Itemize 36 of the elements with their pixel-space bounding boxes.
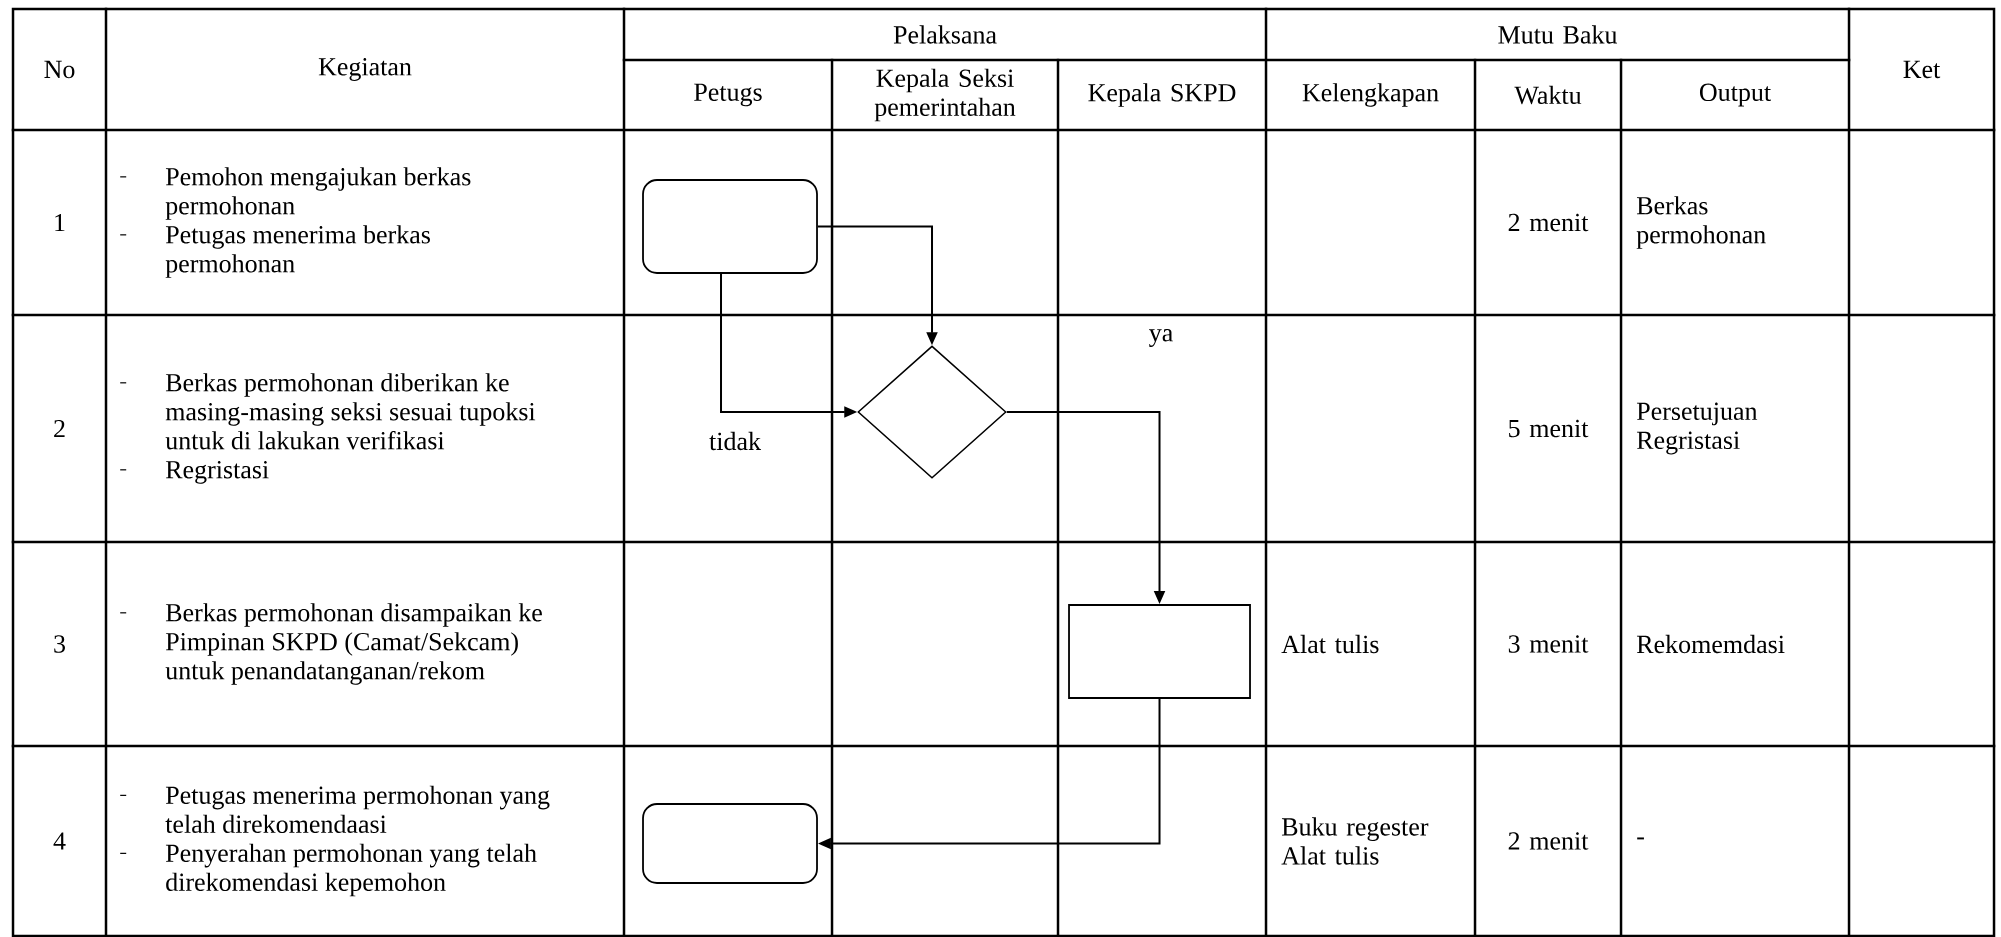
header-text: Kepala Seksi pemerintahan [874, 68, 1016, 122]
output-text: Rekomemdasi [1637, 634, 1785, 654]
header-text: Mutu Baku [1498, 25, 1617, 44]
header-text: Kegiatan [318, 58, 412, 81]
duration-text: 2 menit [1508, 213, 1589, 232]
step-number: 2 [54, 419, 65, 438]
activity-text: Berkas permohonan diberikan ke masing-masing seksi sesuai tupoksi untuk di lakukan verifikasi [165, 373, 536, 450]
process-box [1068, 604, 1251, 699]
header-text: No [44, 60, 75, 79]
header-text: Ket [1903, 60, 1941, 79]
step-number: 4 [53, 832, 66, 850]
duration-text: 2 menit [1508, 832, 1589, 850]
header-text: Kelengkapan [1302, 83, 1439, 107]
activity-text: Pemohon mengajukan berkas permohonan [165, 167, 471, 220]
equipment-text: Alat tulis [1281, 846, 1379, 865]
duration-text: 3 menit [1508, 635, 1589, 653]
step-number: 1 [55, 213, 65, 232]
edge-label: ya [1146, 327, 1176, 349]
rounded-box [642, 803, 818, 884]
decision-diamond [857, 345, 1007, 479]
activity-text: Petugas menerima berkas permohonan [165, 225, 430, 278]
duration-text: 5 menit [1509, 419, 1589, 438]
header-text: Kepala SKPD [1088, 83, 1236, 107]
output-text: Berkas permohonan [1636, 196, 1766, 249]
header-text: Waktu [1514, 85, 1582, 105]
output-text: - [1637, 837, 1644, 840]
edge-label: tidak [707, 429, 763, 453]
header-text: Pelaksana [893, 25, 997, 44]
activity-text: Regristasi [165, 461, 269, 484]
activity-text: Penyerahan permohonan yang telah direkomendasi kepemohon [165, 843, 537, 897]
equipment-text: Buku regester [1281, 817, 1429, 841]
activity-text: Berkas permohonan disampaikan ke Pimpinan SKPD (Camat/Sekcam) untuk penandatanganan/rekom [165, 603, 542, 685]
step-number: 3 [54, 635, 65, 653]
header-text: Output [1700, 83, 1771, 107]
rounded-box [642, 179, 818, 274]
output-text: Persetujuan Regristasi [1637, 402, 1758, 455]
